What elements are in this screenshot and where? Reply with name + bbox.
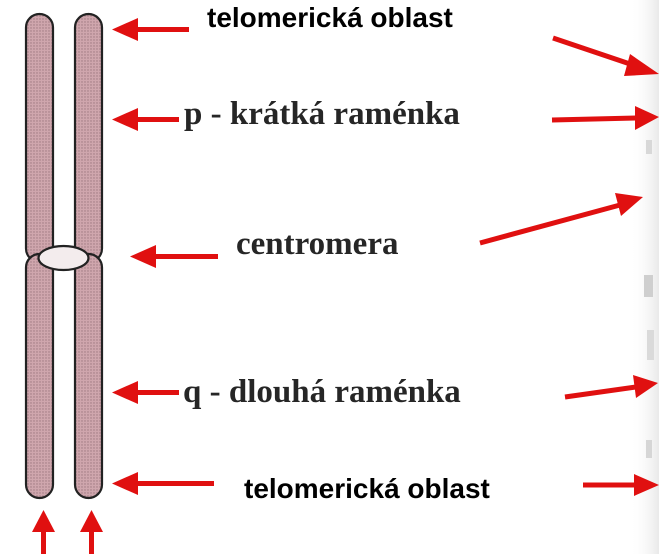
chromatid-right-lower [75, 254, 102, 498]
label-p-arm: p - krátká raménka [184, 96, 460, 133]
arrow-centromere-left [130, 245, 218, 268]
scan-mark [644, 275, 653, 297]
label-q-arm: q - dlouhá raménka [183, 374, 461, 411]
arrow-telomere-top-left [112, 18, 189, 41]
arrow-p-arm-left [112, 108, 179, 131]
label-telomeric-region-top: telomerická oblast [207, 2, 453, 34]
arrow-up-left [32, 510, 55, 554]
scan-mark [646, 140, 652, 154]
arrow-telomere-bottom-left [112, 472, 214, 495]
arrow-q-arm-left [112, 381, 179, 404]
scan-mark [646, 440, 652, 458]
label-centromere: centromera [236, 226, 398, 263]
arrow-centromere-right [480, 193, 643, 243]
chromatid-right-upper [75, 14, 102, 262]
label-telomeric-region-bottom: telomerická oblast [244, 473, 490, 505]
scan-mark [647, 330, 654, 360]
centromere-node [39, 246, 89, 270]
arrow-up-right [80, 510, 103, 554]
chromatid-left-lower [26, 254, 53, 498]
chromosome [26, 14, 102, 498]
chromatid-left-upper [26, 14, 53, 262]
